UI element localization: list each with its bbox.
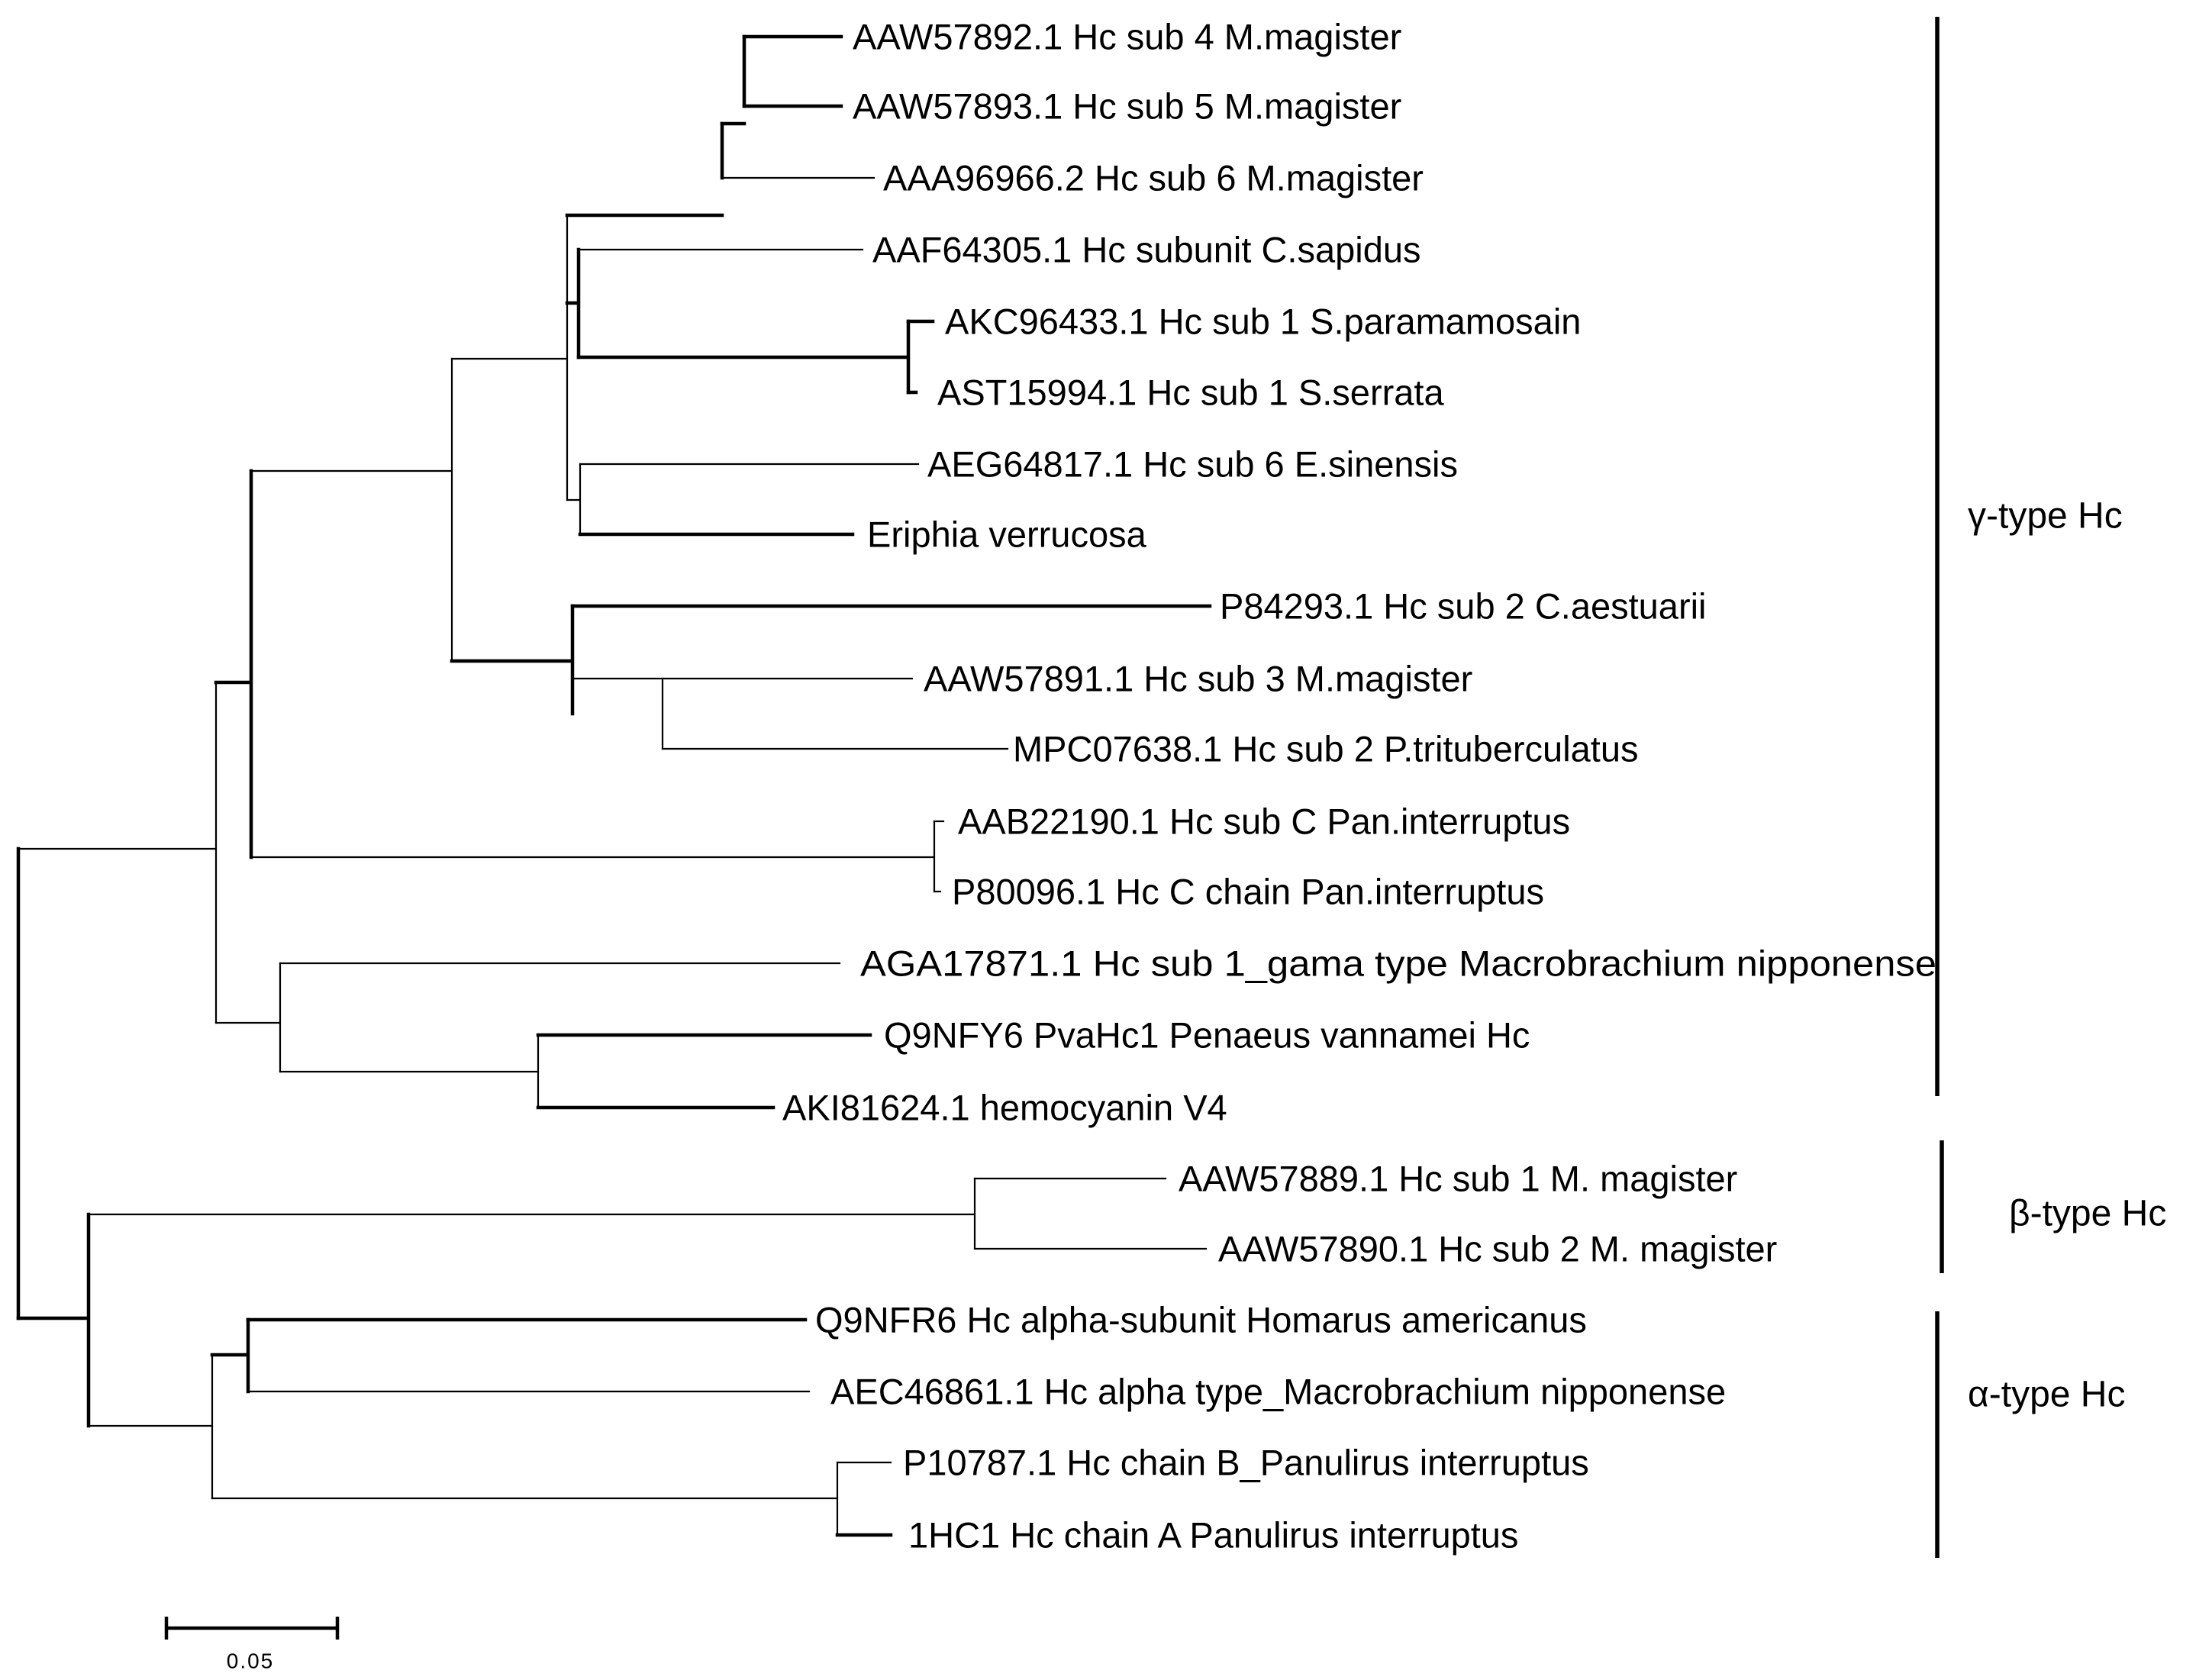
branch-crab-subgroup bbox=[450, 214, 569, 501]
leaf-label: AAW57893.1 Hc sub 5 M.magister bbox=[853, 86, 1401, 127]
branch-magister-45 bbox=[720, 34, 747, 126]
branch-gamma-core bbox=[214, 469, 253, 859]
scale-bar: 0.05 bbox=[164, 1617, 340, 1673]
leaf-label: Eriphia verrucosa bbox=[867, 514, 1147, 555]
leaf-label: MPC07638.1 Hc sub 2 P.trituberculatus bbox=[1013, 729, 1638, 769]
branch-alpha-lower bbox=[211, 1461, 839, 1537]
clade-label-alpha: α-type Hc bbox=[1968, 1375, 2125, 1415]
branch-penaeus-group bbox=[279, 1033, 540, 1109]
branch-upper-clade bbox=[17, 681, 218, 1024]
branch-lower-clade bbox=[16, 1212, 91, 1428]
clade-label-gamma: γ-type Hc bbox=[1968, 496, 2123, 537]
branch-magister-456 bbox=[565, 121, 724, 218]
branch-scylla bbox=[576, 319, 911, 395]
leaf-labels: AAW57892.1 Hc sub 4 M.magister AAW57893.… bbox=[782, 17, 1936, 1556]
leaf-label: AAB22190.1 Hc sub C Pan.interruptus bbox=[958, 801, 1570, 842]
branch-alpha bbox=[87, 1353, 214, 1500]
branch-caestuarii-group bbox=[450, 604, 575, 716]
leaf-label: 1HC1 Hc chain A Panulirus interruptus bbox=[908, 1515, 1518, 1556]
leaf-label: AEC46861.1 Hc alpha type_Macrobrachium n… bbox=[830, 1372, 1726, 1412]
leaf-label: AGA17871.1 Hc sub 1_gama type Macrobrach… bbox=[860, 943, 1936, 984]
branch-crab-group bbox=[250, 357, 453, 663]
leaf-label: AKI81624.1 hemocyanin V4 bbox=[782, 1088, 1227, 1128]
clade-label-beta: β-type Hc bbox=[2009, 1194, 2166, 1234]
leaf-label: AKC96433.1 Hc sub 1 S.paramamosain bbox=[945, 301, 1581, 342]
branch-panulirus-c bbox=[250, 820, 936, 893]
leaf-label: Q9NFY6 PvaHc1 Penaeus vannamei Hc bbox=[884, 1015, 1530, 1056]
leaf-label: AAW57891.1 Hc sub 3 M.magister bbox=[924, 659, 1472, 699]
tree-branches bbox=[16, 34, 1212, 1537]
scale-bar-label: 0.05 bbox=[227, 1649, 275, 1673]
branch-sapidus-scylla bbox=[565, 247, 581, 360]
leaf-label: AEG64817.1 Hc sub 6 E.sinensis bbox=[927, 444, 1458, 485]
leaf-label: P84293.1 Hc sub 2 C.aestuarii bbox=[1220, 586, 1706, 627]
leaf-label: P80096.1 Hc C chain Pan.interruptus bbox=[952, 872, 1544, 912]
branch-magister3-ptrit bbox=[571, 677, 664, 750]
clade-annotations: γ-type Hc β-type Hc α-type Hc bbox=[1935, 17, 2166, 1558]
branch-shrimp-group bbox=[214, 962, 282, 1073]
leaf-label: AAW57890.1 Hc sub 2 M. magister bbox=[1218, 1229, 1777, 1269]
leaf-label: AST15994.1 Hc sub 1 S.serrata bbox=[937, 372, 1444, 413]
leaf-label: AAF64305.1 Hc subunit C.sapidus bbox=[872, 230, 1420, 270]
leaf-label: AAW57889.1 Hc sub 1 M. magister bbox=[1179, 1159, 1737, 1199]
leaf-label: AAW57892.1 Hc sub 4 M.magister bbox=[853, 17, 1401, 57]
branch-alpha-upper bbox=[210, 1317, 250, 1394]
leaf-label: AAA96966.2 Hc sub 6 M.magister bbox=[883, 158, 1424, 198]
branch-beta bbox=[87, 1177, 976, 1250]
leaf-label: P10787.1 Hc chain B_Panulirus interruptu… bbox=[903, 1443, 1589, 1483]
leaf-label: Q9NFR6 Hc alpha-subunit Homarus american… bbox=[815, 1300, 1587, 1340]
branch-eriocheir-eriphia bbox=[566, 463, 582, 536]
